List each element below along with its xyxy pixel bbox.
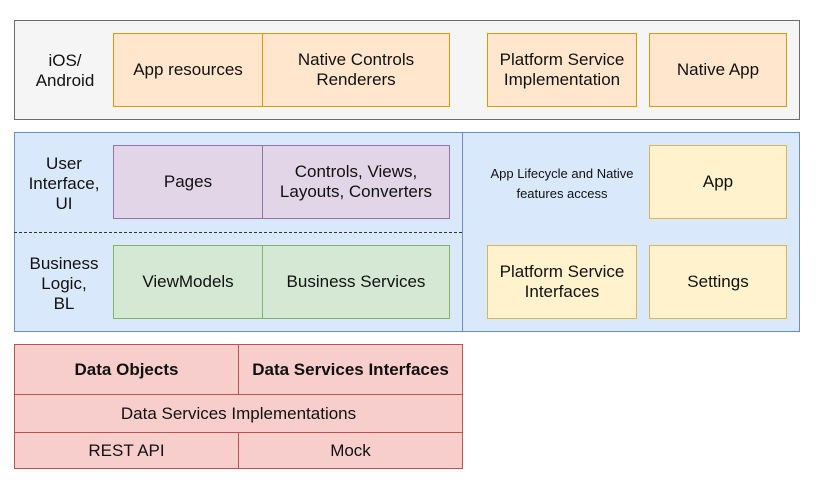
- viewmodels-box: ViewModels: [113, 245, 263, 319]
- bl-layer-label: Business Logic, BL: [29, 254, 99, 313]
- shared-layer-divider: [462, 132, 463, 332]
- mock-box: Mock: [238, 432, 463, 469]
- settings-box: Settings: [649, 245, 787, 319]
- platform-service-interfaces-box: Platform Service Interfaces: [487, 245, 637, 319]
- pages-box: Pages: [113, 145, 263, 219]
- app-resources-box: App resources: [113, 33, 263, 107]
- platform-layer-label: iOS/ Android: [35, 51, 95, 90]
- data-services-implementations-box: Data Services Implementations: [14, 394, 463, 433]
- data-objects-box: Data Objects: [14, 344, 239, 395]
- app-box: App: [649, 145, 787, 219]
- controls-views-box: Controls, Views, Layouts, Converters: [262, 145, 450, 219]
- ui-layer-label: User Interface, UI: [28, 154, 100, 213]
- native-app-box: Native App: [649, 33, 787, 107]
- ui-bl-separator: [14, 232, 462, 233]
- native-controls-renderers-box: Native Controls Renderers: [262, 33, 450, 107]
- lifecycle-label: App Lifecycle and Native features access: [490, 166, 634, 201]
- platform-service-implementation-box: Platform Service Implementation: [487, 33, 637, 107]
- data-services-interfaces-box: Data Services Interfaces: [238, 344, 463, 395]
- business-services-box: Business Services: [262, 245, 450, 319]
- rest-api-box: REST API: [14, 432, 239, 469]
